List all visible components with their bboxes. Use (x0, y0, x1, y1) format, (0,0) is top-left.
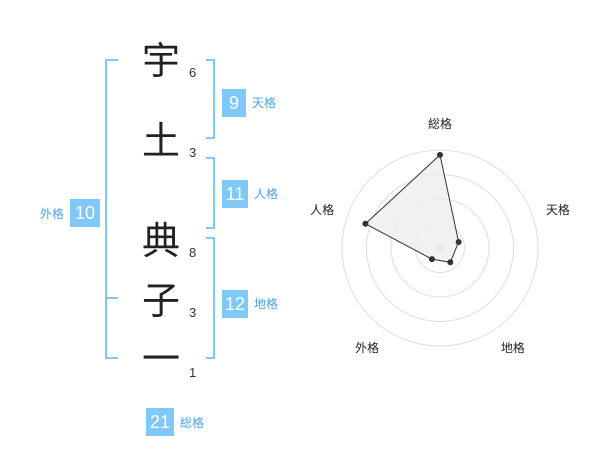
name-char-1: 宇 (141, 39, 180, 83)
stroke-count-2: 3 (189, 145, 197, 160)
radar-point-3 (447, 259, 454, 266)
radar-polygon (364, 153, 460, 263)
radar-ring-4 (341, 149, 539, 347)
tenkaku-bracket (206, 59, 215, 139)
stroke-count-4: 3 (189, 305, 197, 320)
soukaku-value: 21 (146, 408, 174, 436)
gaikaku-label: 外格 (40, 207, 65, 221)
stroke-count-3: 8 (189, 245, 197, 260)
radar-point-1 (437, 151, 443, 158)
chikaku-bracket (206, 237, 215, 359)
stroke-count-5: 1 (189, 365, 197, 380)
chikaku-value: 12 (222, 290, 248, 318)
tenkaku-value: 9 (222, 89, 246, 117)
jinkaku-bracket (206, 157, 215, 229)
name-char-3: 典 (141, 219, 180, 263)
radar-axis-label-3: 地格 (500, 341, 525, 356)
stroke-count-1: 6 (189, 65, 197, 80)
radar-axis-label-4: 外格 (355, 341, 380, 356)
radar-axis-label-5: 人格 (310, 202, 335, 217)
radar-point-5 (362, 220, 369, 227)
gaikaku-value: 10 (70, 199, 100, 227)
tenkaku-label: 天格 (252, 96, 277, 110)
gaikaku-bracket (105, 59, 118, 359)
jinkaku-value: 11 (222, 180, 248, 208)
radar-point-4 (428, 256, 435, 263)
radar-axis-label-2: 天格 (545, 202, 570, 217)
chikaku-label: 地格 (254, 297, 279, 311)
soukaku-label: 総格 (180, 416, 205, 430)
jinkaku-label: 人格 (254, 187, 279, 201)
name-char-2: 土 (141, 119, 180, 163)
name-char-4: 子 (141, 279, 180, 323)
radar-point-2 (455, 238, 462, 245)
name-char-5: 一 (141, 337, 180, 381)
radar-axis-label-1: 総格 (428, 117, 453, 131)
